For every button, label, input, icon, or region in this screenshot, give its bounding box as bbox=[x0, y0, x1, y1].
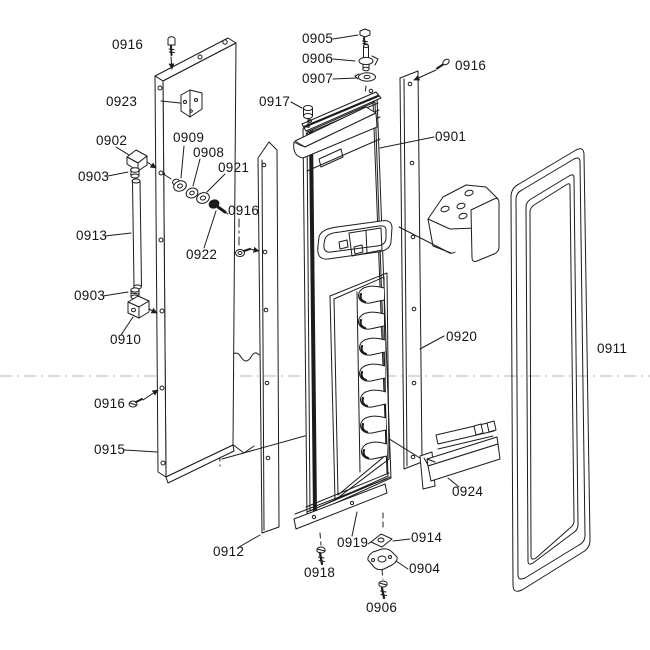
callout-0902: 0902 bbox=[96, 133, 127, 148]
callout-0920: 0920 bbox=[446, 329, 477, 344]
callout-0919: 0919 bbox=[337, 535, 368, 550]
part-0918-screw bbox=[316, 546, 326, 566]
callout-0913: 0913 bbox=[76, 228, 107, 243]
callout-0907: 0907 bbox=[302, 71, 333, 86]
callout-0923: 0923 bbox=[106, 94, 137, 109]
callout-0905: 0905 bbox=[302, 31, 333, 46]
callout-0912: 0912 bbox=[213, 544, 244, 559]
part-0906-hinge-pin bbox=[358, 44, 379, 72]
part-0920-right-trim-strip bbox=[399, 70, 423, 470]
part-0924-shelf-bucket bbox=[419, 420, 501, 490]
callout-0903-upper: 0903 bbox=[78, 169, 109, 184]
callout-0909: 0909 bbox=[173, 130, 204, 145]
callout-0910: 0910 bbox=[110, 332, 141, 347]
callout-0901: 0901 bbox=[435, 129, 466, 144]
callout-0904: 0904 bbox=[409, 561, 440, 576]
callout-0921: 0921 bbox=[218, 160, 249, 175]
part-0910-rod-bottom-block bbox=[127, 295, 150, 319]
part-0914-clamp bbox=[367, 533, 393, 548]
screw-0916-middle bbox=[235, 246, 260, 257]
fastener-row bbox=[162, 172, 229, 215]
callout-labels: 0916 0905 0906 0907 0916 0923 0917 0902 … bbox=[74, 31, 627, 615]
part-0904-hinge-plate bbox=[367, 548, 398, 571]
callout-0924: 0924 bbox=[452, 484, 483, 499]
callout-0911: 0911 bbox=[597, 341, 627, 356]
leader-lines bbox=[102, 34, 460, 580]
callout-0908: 0908 bbox=[193, 145, 224, 160]
callout-0906-top: 0906 bbox=[302, 51, 333, 66]
screw-0916-bottom-left bbox=[128, 398, 143, 408]
part-0906-bottom-screw bbox=[378, 580, 388, 600]
callout-0903-lower: 0903 bbox=[74, 288, 105, 303]
part-0917-door-top-cap bbox=[303, 105, 313, 119]
callout-0914: 0914 bbox=[411, 530, 442, 545]
part-0905-screw bbox=[359, 28, 371, 47]
part-0911-door-gasket bbox=[510, 148, 591, 592]
chute-bracket bbox=[398, 184, 500, 262]
screw-0916-top-left bbox=[167, 36, 176, 56]
part-0919-bottom-trim bbox=[293, 478, 388, 530]
part-0912-left-trim-strip bbox=[257, 141, 280, 534]
callout-0916-top-left: 0916 bbox=[112, 37, 143, 52]
part-0903-upper-bushing bbox=[130, 167, 140, 179]
part-0913-hinge-rod bbox=[131, 178, 142, 290]
part-0907-washer bbox=[354, 72, 376, 82]
callout-0916-bottom-left: 0916 bbox=[94, 396, 125, 411]
callout-0917: 0917 bbox=[259, 94, 290, 109]
callout-0915: 0915 bbox=[94, 442, 125, 457]
screw-0916-top-right bbox=[436, 58, 450, 70]
callout-0918: 0918 bbox=[304, 565, 335, 580]
callout-0906-bottom: 0906 bbox=[366, 600, 397, 615]
part-0923-corner-bracket bbox=[180, 89, 203, 118]
callout-0916-middle: 0916 bbox=[228, 203, 259, 218]
callout-0922: 0922 bbox=[186, 247, 217, 262]
callout-0916-top-right: 0916 bbox=[455, 58, 486, 73]
part-0901-door-assembly bbox=[293, 88, 393, 517]
part-0915-inner-door-panel bbox=[154, 37, 237, 484]
